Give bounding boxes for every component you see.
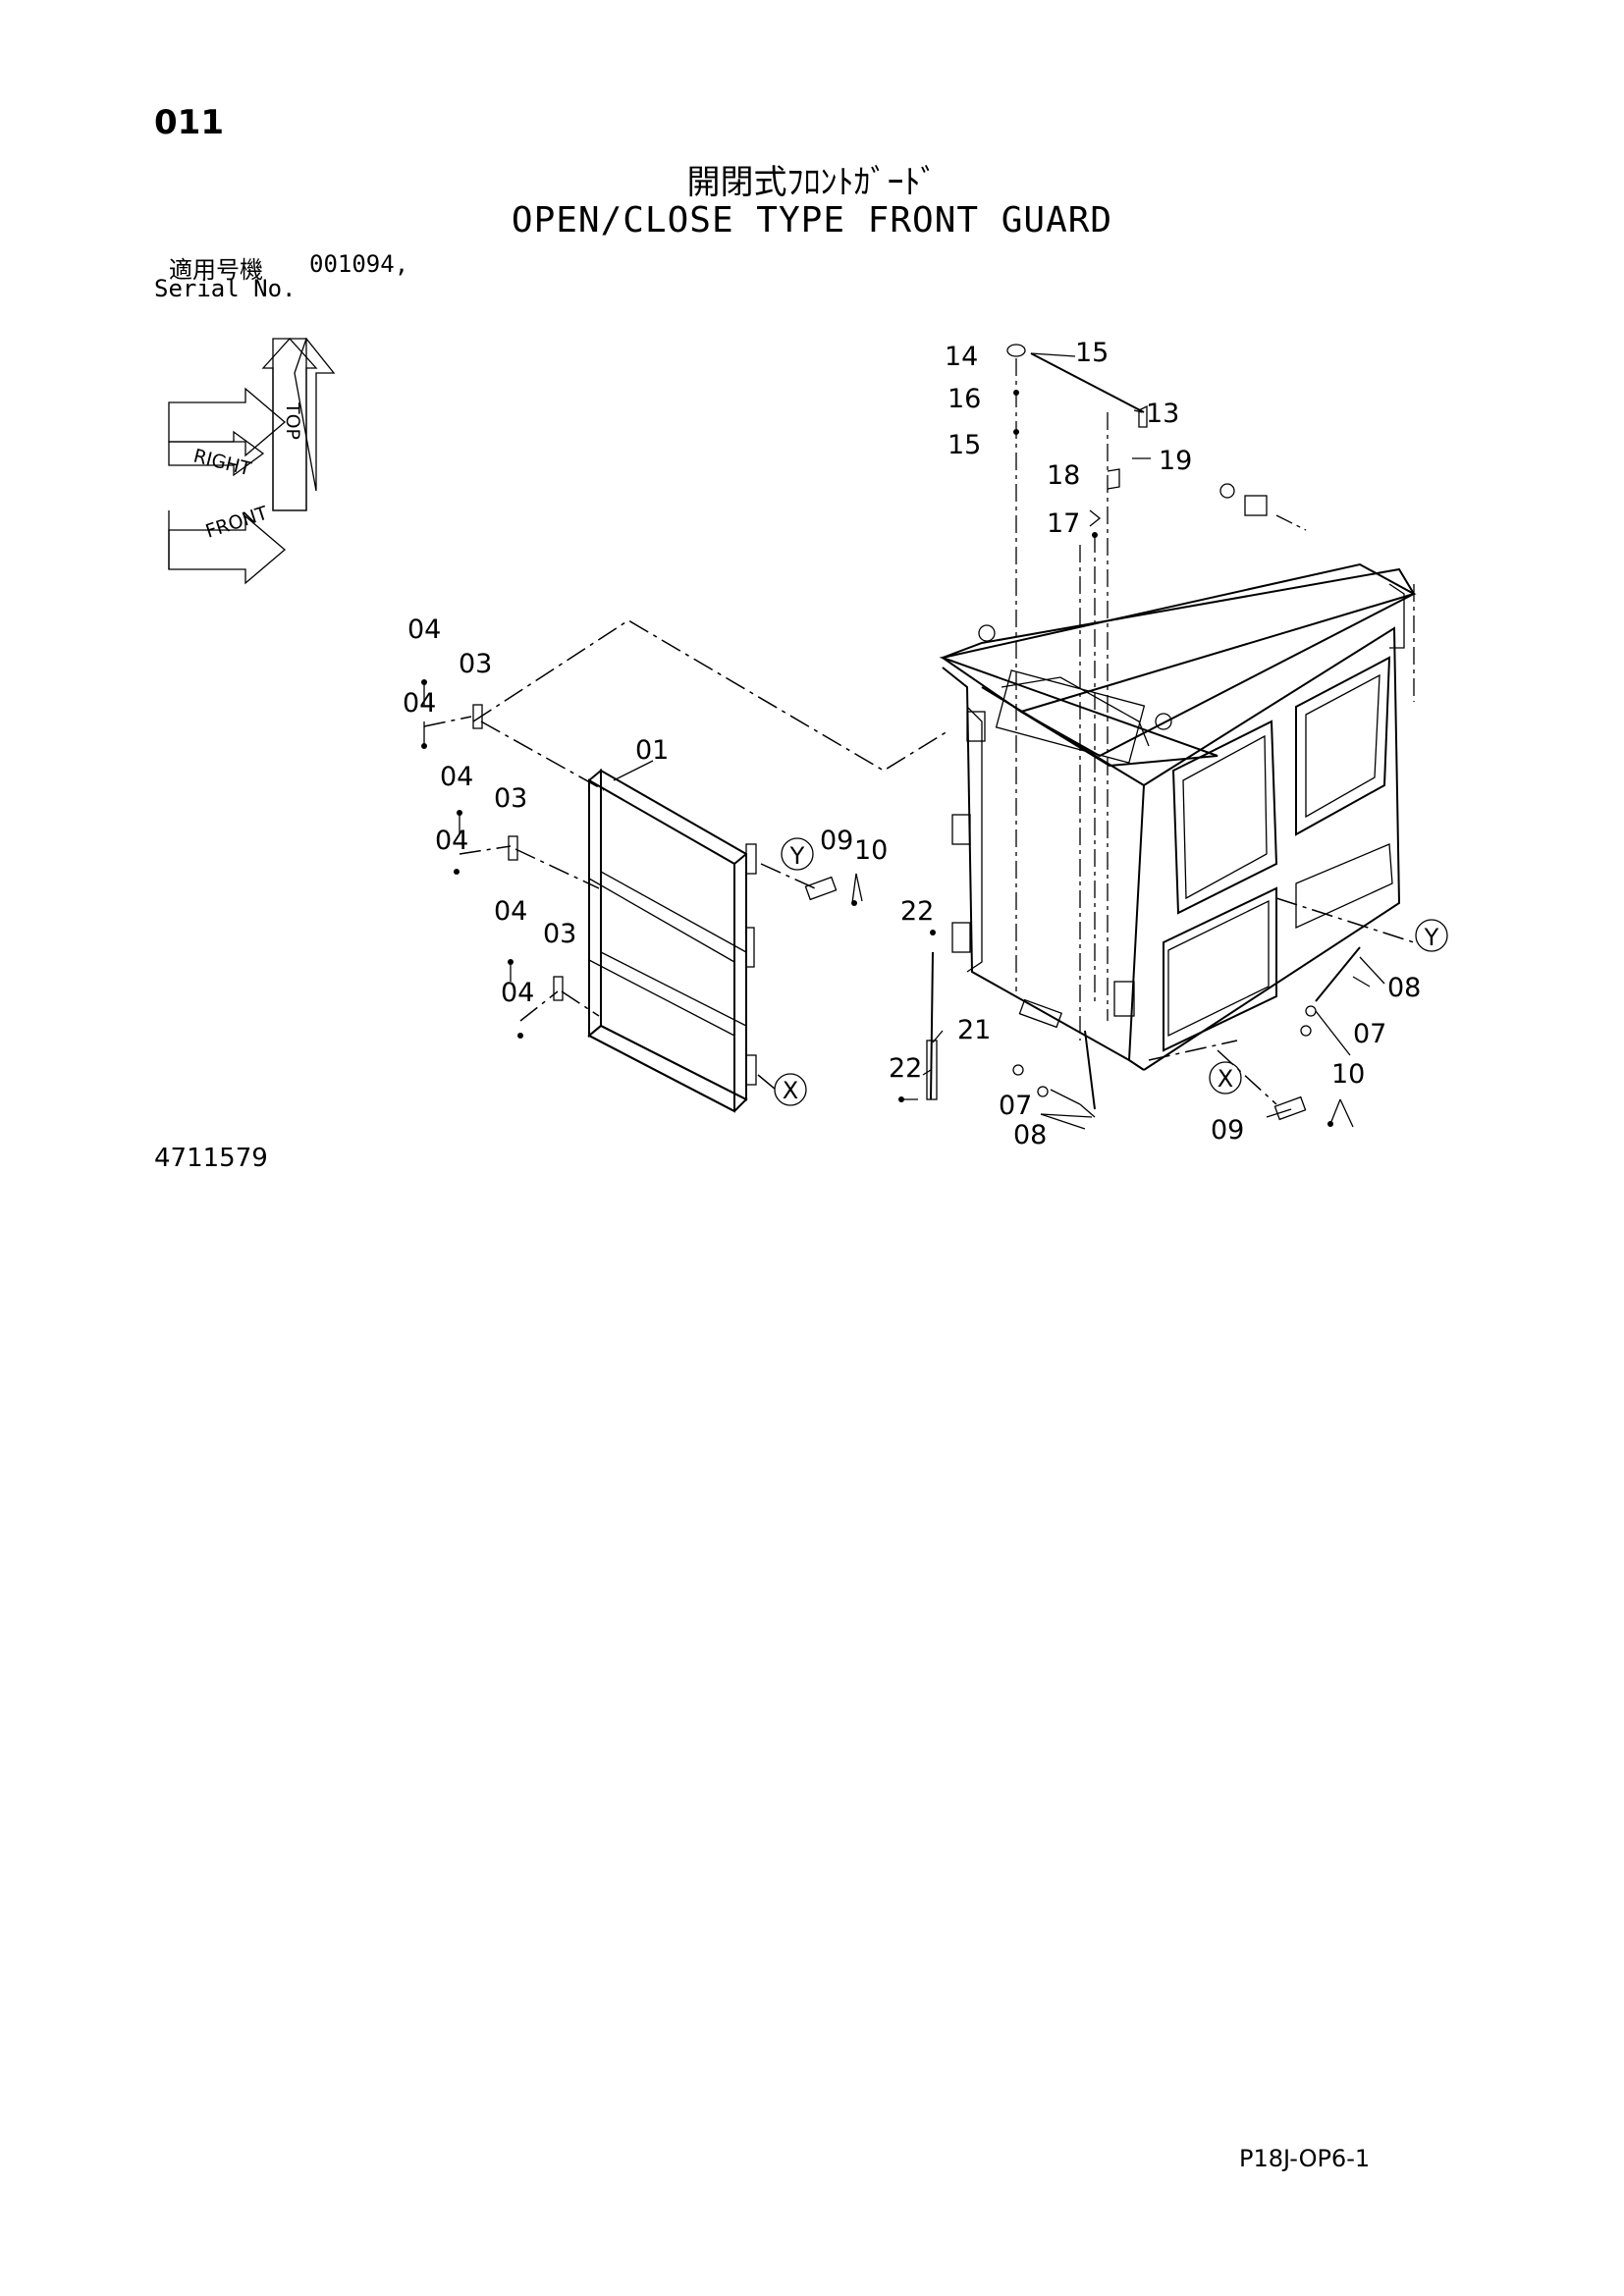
callout-04: 04 [407,614,441,645]
orientation-icon: RIGHT FRONT TOP [168,337,336,585]
orientation-label-top: TOP [282,401,303,440]
callout-04: 04 [501,978,534,1008]
callout-19: 19 [1159,446,1192,476]
callout-17: 17 [1047,508,1080,539]
reference-marks: Y Y X X [774,837,1448,1106]
callout-04: 04 [440,762,473,792]
callout-04: 04 [435,826,468,856]
callout-13: 13 [1146,399,1179,429]
callout-22: 22 [889,1053,922,1084]
ref-mark-x: X [1218,1065,1233,1093]
ref-mark-x: X [783,1077,798,1104]
hinge-parts [421,679,564,1039]
serial-label-english: Serial No. [154,275,297,302]
callout-18: 18 [1047,460,1080,491]
ref-mark-y: Y [1424,924,1439,951]
callout-14: 14 [945,342,978,372]
gas-spring [898,930,938,1102]
callout-16: 16 [947,384,981,414]
drawing-number: 4711579 [154,1144,268,1173]
title-japanese: 開閉式ﾌﾛﾝﾄｶﾞｰﾄﾞ [686,163,938,202]
callout-09: 09 [820,826,853,856]
callout-15: 15 [947,430,981,460]
callout-10: 10 [1331,1059,1365,1090]
parts-diagram: RIGHT FRONT TOP [168,337,1448,1150]
sheet-code: P18J-OP6-1 [1239,2145,1371,2172]
orientation-label-right: RIGHT [191,446,253,481]
callout-03: 03 [543,919,576,949]
serial-label-japanese: 適用号機 [169,256,263,284]
callouts: 01 03 03 03 04 04 04 04 04 04 07 07 08 0… [403,338,1421,1150]
cab-body [939,483,1417,1071]
ref-mark-y: Y [789,842,805,870]
callout-03: 03 [494,783,527,814]
callout-04: 04 [494,896,527,927]
page-number: 011 [154,103,224,142]
callout-07: 07 [999,1091,1032,1121]
callout-04: 04 [403,688,436,719]
callout-08: 08 [1387,973,1421,1003]
callout-15: 15 [1075,338,1109,368]
callout-08: 08 [1013,1120,1047,1150]
front-guard-frame [587,768,757,1113]
orientation-label-front: FRONT [203,503,271,543]
leader-lines [613,352,1385,1130]
callout-07: 07 [1353,1019,1386,1049]
top-parts [1006,344,1151,538]
callout-09: 09 [1211,1115,1244,1146]
title-english: OPEN/CLOSE TYPE FRONT GUARD [511,200,1113,240]
latch-parts [804,876,1333,1127]
callout-22: 22 [900,896,934,927]
callout-10: 10 [854,835,888,866]
callout-21: 21 [957,1015,991,1045]
fasteners [1012,946,1361,1110]
callout-01: 01 [635,735,669,766]
serial-value: 001094, [309,250,409,278]
callout-03: 03 [459,649,492,679]
assembly-lines [423,358,1415,1105]
